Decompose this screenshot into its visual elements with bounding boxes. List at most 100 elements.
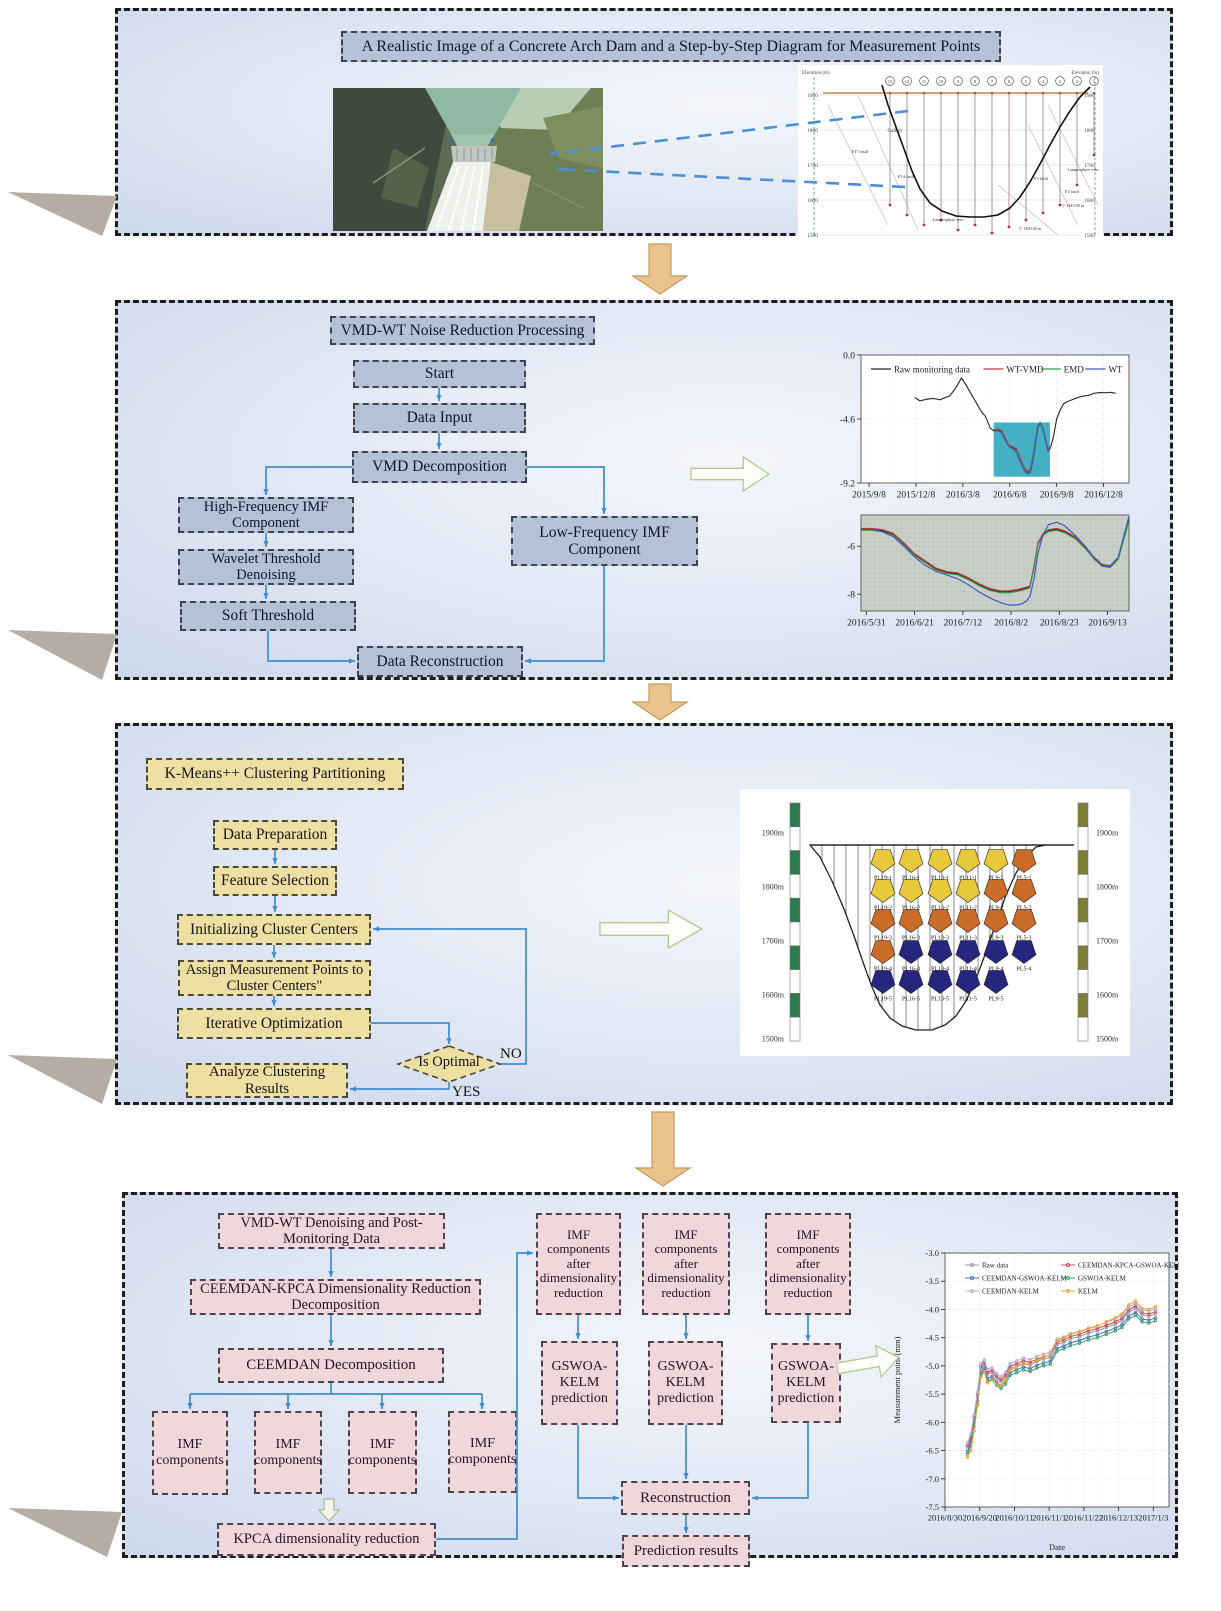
svg-text:PL13-5: PL13-5	[931, 997, 949, 1003]
node-feature-selection: Feature Selection	[213, 866, 337, 896]
svg-text:Elevation (m): Elevation (m)	[1071, 71, 1099, 76]
panel3-title: K-Means++ Clustering Partitioning	[146, 758, 404, 790]
svg-text:-7.5: -7.5	[926, 1502, 939, 1512]
svg-text:PL5-4: PL5-4	[1017, 967, 1032, 973]
svg-text:PL16-2: PL16-2	[902, 906, 920, 912]
svg-text:1900m: 1900m	[1096, 829, 1119, 838]
svg-text:-6: -6	[847, 543, 855, 553]
svg-text:5: 5	[1025, 79, 1028, 84]
svg-text:1700: 1700	[1084, 163, 1095, 169]
svg-text:1700m: 1700m	[762, 937, 785, 946]
svg-text:▽ 1400.00 m: ▽ 1400.00 m	[1019, 226, 1042, 231]
node-ceemdan-kpca: CEEMDAN-KPCA Dimensionality Reduction De…	[190, 1279, 481, 1315]
svg-text:1700m: 1700m	[1096, 937, 1119, 946]
svg-text:2015/12/8: 2015/12/8	[897, 491, 936, 501]
decision-no-label: NO	[500, 1046, 522, 1062]
node-iterative-optimization: Iterative Optimization	[177, 1008, 371, 1039]
svg-text:PL9-1: PL9-1	[989, 876, 1004, 882]
node-imf-after-3: IMF components after dimensionality redu…	[765, 1213, 851, 1315]
node-gswoa-kelm-1: GSWOA-KELM prediction	[541, 1341, 618, 1425]
node-prediction-results: Prediction results	[622, 1535, 750, 1567]
svg-text:1800m: 1800m	[1096, 883, 1119, 892]
svg-text:-6.5: -6.5	[926, 1446, 939, 1456]
svg-text:PL19-5: PL19-5	[874, 997, 892, 1003]
svg-text:-4.0: -4.0	[926, 1304, 939, 1314]
svg-text:13: 13	[888, 79, 893, 84]
svg-text:CEEMDAN-GSWOA-KELM: CEEMDAN-GSWOA-KELM	[982, 1274, 1068, 1282]
svg-text:1600m: 1600m	[1096, 991, 1119, 1000]
svg-text:PL16-1: PL16-1	[902, 876, 920, 882]
svg-text:-5.5: -5.5	[926, 1389, 939, 1399]
node-imf-components-1: IMF components	[152, 1411, 228, 1495]
panel-kmeans: K-Means++ Clustering Partitioning Data P…	[115, 723, 1173, 1105]
svg-text:PL13-2: PL13-2	[931, 906, 949, 912]
svg-text:PL19-1: PL19-1	[874, 876, 892, 882]
panel-dam-overview: A Realistic Image of a Concrete Arch Dam…	[115, 8, 1173, 239]
decision-yes-label: YES	[452, 1084, 481, 1100]
svg-text:2: 2	[1076, 79, 1078, 84]
node-reconstruction: Reconstruction	[621, 1481, 750, 1515]
node-high-freq-imf: High-Frequency IMF Component	[178, 497, 354, 533]
svg-text:10: 10	[939, 79, 944, 84]
svg-text:2016/12/13: 2016/12/13	[1099, 1513, 1138, 1523]
svg-text:PL13-3: PL13-3	[931, 936, 949, 942]
svg-text:1900: 1900	[1084, 93, 1095, 99]
svg-text:WT-VMD: WT-VMD	[1006, 364, 1044, 374]
svg-text:PL19-3: PL19-3	[874, 936, 892, 942]
svg-text:F2 fault: F2 fault	[1065, 189, 1080, 194]
node-ceemdan-decomposition: CEEMDAN Decomposition	[218, 1348, 444, 1383]
svg-text:KELM: KELM	[1078, 1287, 1099, 1295]
svg-text:11: 11	[922, 79, 926, 84]
svg-text:2016/7/12: 2016/7/12	[944, 619, 983, 629]
node-data-input: Data Input	[353, 403, 526, 433]
svg-text:1700: 1700	[807, 163, 818, 169]
svg-text:1600: 1600	[1084, 198, 1095, 204]
svg-text:F3 fault: F3 fault	[1034, 176, 1049, 181]
node-data-preparation: Data Preparation	[213, 820, 337, 850]
svg-text:1800: 1800	[1084, 128, 1095, 134]
node-imf-after-1: IMF components after dimensionality redu…	[536, 1213, 621, 1315]
svg-text:Measurement point (mm): Measurement point (mm)	[892, 1336, 902, 1423]
chart-prediction: -3.0-3.5-4.0-4.5-5.0-5.5-6.0-6.5-7.0-7.5…	[887, 1225, 1185, 1560]
node-imf-components-2: IMF components	[254, 1411, 322, 1494]
node-soft-threshold: Soft Threshold	[180, 601, 356, 631]
svg-text:2016/5/31: 2016/5/31	[847, 619, 886, 629]
svg-text:1900: 1900	[807, 93, 818, 99]
svg-text:GSWOA-KELM: GSWOA-KELM	[1078, 1274, 1127, 1282]
svg-text:F17 fault: F17 fault	[852, 149, 869, 154]
svg-text:1500m: 1500m	[1096, 1035, 1119, 1044]
svg-text:0.0: 0.0	[843, 351, 855, 361]
svg-text:2016/6/8: 2016/6/8	[993, 491, 1027, 501]
node-wavelet-denoising: Wavelet Threshold Denoising	[178, 549, 354, 585]
svg-text:1500m: 1500m	[762, 1035, 785, 1044]
node-low-freq-imf: Low-Frequency IMF Component	[511, 516, 698, 566]
svg-text:2017/1/3: 2017/1/3	[1138, 1513, 1168, 1523]
svg-text:PL16-3: PL16-3	[902, 936, 920, 942]
svg-text:-7.0: -7.0	[926, 1474, 939, 1484]
svg-text:Date: Date	[1049, 1542, 1065, 1552]
svg-text:2016/8/30: 2016/8/30	[928, 1513, 962, 1523]
svg-text:2016/9/8: 2016/9/8	[1040, 491, 1074, 501]
svg-text:Lamprophyre vein: Lamprophyre vein	[1067, 167, 1099, 172]
svg-text:1: 1	[1093, 79, 1095, 84]
svg-text:1900m: 1900m	[762, 829, 785, 838]
svg-text:1500: 1500	[807, 233, 818, 238]
node-imf-components-3: IMF components	[348, 1411, 417, 1494]
svg-text:PL11-2: PL11-2	[959, 906, 977, 912]
svg-text:Raw data: Raw data	[982, 1261, 1009, 1269]
svg-text:Raw monitoring data: Raw monitoring data	[894, 364, 970, 374]
svg-text:3: 3	[1059, 79, 1062, 84]
svg-text:2016/12/8: 2016/12/8	[1084, 491, 1123, 501]
svg-text:PL5-1: PL5-1	[1017, 876, 1032, 882]
node-assign-points: Assign Measurement Points to Cluster Cen…	[178, 960, 371, 996]
svg-text:PL5-2: PL5-2	[1017, 906, 1032, 912]
svg-text:4: 4	[1042, 79, 1045, 84]
svg-text:12: 12	[905, 79, 910, 84]
svg-text:PL13-1: PL13-1	[931, 876, 949, 882]
svg-text:WT: WT	[1108, 364, 1122, 374]
decision-is-optimal: Is Optimal	[418, 1054, 480, 1070]
svg-text:9: 9	[957, 79, 960, 84]
svg-text:-6.0: -6.0	[926, 1417, 939, 1427]
node-kpca-reduction: KPCA dimensionality reduction	[217, 1523, 436, 1556]
